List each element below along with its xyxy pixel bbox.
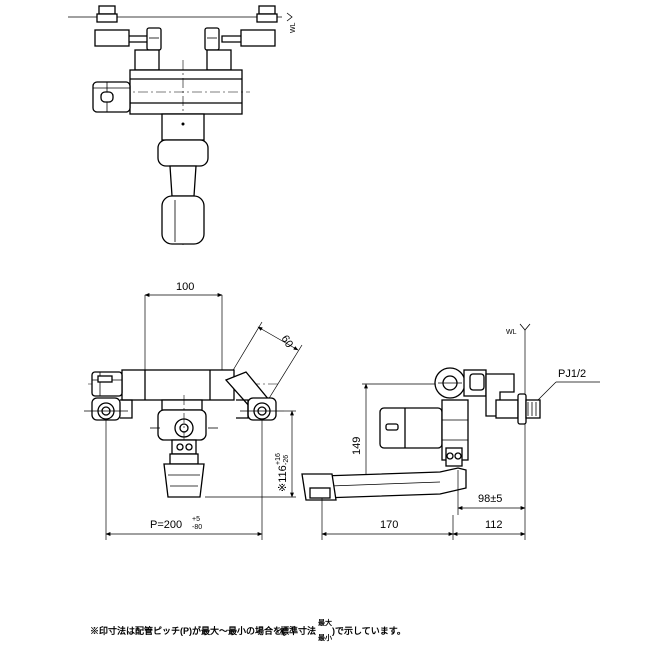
left-bracket-top: [94, 5, 162, 71]
note-after: )で示しています。: [332, 626, 406, 636]
dim-60-line: [257, 326, 299, 351]
wl-label-top: WL: [290, 22, 297, 33]
spout-top: [157, 113, 209, 245]
spout-side: [301, 447, 467, 501]
note-lower: 最小: [318, 633, 332, 642]
dim-116-prefix: ※: [277, 483, 289, 492]
spout-root-front: [150, 395, 218, 498]
dim-116-label: ※116 +16 -26: [275, 453, 290, 492]
dim-98: 98±5: [478, 493, 502, 505]
front-view: 100 60: [84, 281, 303, 540]
pj-leader: [537, 381, 557, 401]
top-view: WL: [68, 5, 297, 245]
dim-116-tol-upper: +16: [275, 453, 282, 465]
wl-marker-top: [286, 12, 293, 22]
dim-p-tol-upper: +5: [192, 516, 200, 523]
side-view: WL 149: [301, 323, 600, 540]
pipe-thread-label: PJ1/2: [558, 368, 586, 380]
footnote: ※印寸法は配管ピッチ(P)が最大～最小の場合を( 標準寸法 最大 最小 )で示し…: [90, 618, 406, 642]
dim-116-tol-lower: -26: [283, 455, 290, 465]
dim-p: P=200: [150, 519, 182, 531]
note-upper: 最大: [318, 618, 332, 627]
right-bracket-top: [204, 5, 278, 71]
dim-60-ext-a: [231, 321, 263, 373]
dim-100: 100: [176, 281, 194, 293]
wl-label-side: WL: [506, 329, 517, 336]
dim-112: 112: [485, 519, 503, 531]
note-middle: 標準寸法: [280, 625, 316, 636]
dim-149: 149: [351, 437, 363, 455]
dim-p-tol-lower: -80: [192, 524, 202, 531]
svg-text:※116: ※116: [277, 465, 289, 492]
right-union-front: [236, 397, 284, 421]
wl-marker-side: [519, 323, 531, 331]
dim-170: 170: [380, 519, 398, 531]
left-union-front: [84, 397, 133, 421]
note-before: ※印寸法は配管ピッチ(P)が最大～最小の場合を(: [90, 625, 285, 636]
dim-116: 116: [277, 465, 289, 483]
body-side: [379, 367, 541, 461]
dim-60: 60: [278, 333, 295, 350]
dim-60-ext-b: [267, 344, 303, 401]
